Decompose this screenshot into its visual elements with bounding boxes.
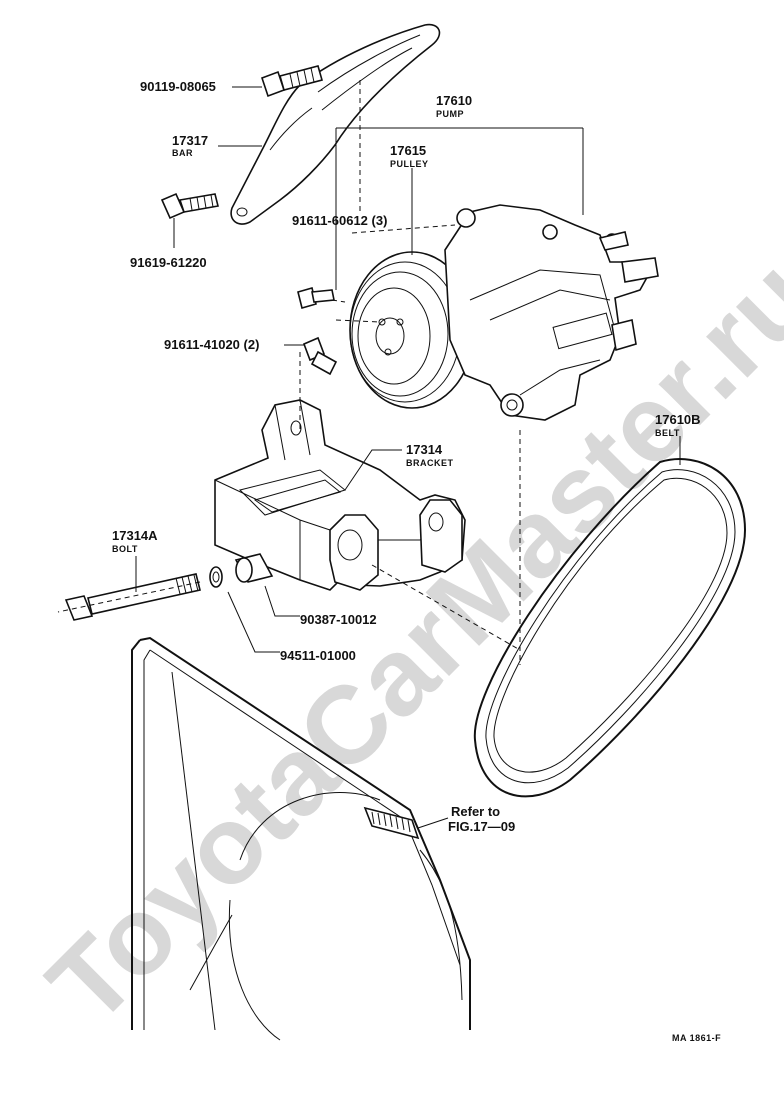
long-bolt-17314a [64,573,201,621]
bolt-91619-61220 [160,192,219,220]
label-fig-ref: FIG.17—09 [448,819,515,834]
adjusting-bar [230,23,441,225]
label-pump: PUMP [436,109,464,119]
bolt-90119-08065 [260,65,323,98]
label-90387-10012: 90387-10012 [300,612,377,627]
leader-lines [135,86,681,829]
alignment-dashes [57,80,521,665]
washer-94511-01000 [209,566,223,588]
label-17314: 17314 [406,442,443,457]
fan-shroud [131,636,471,1041]
label-bar: BAR [172,148,193,158]
label-17317: 17317 [172,133,208,148]
label-91611-41020: 91611-41020 (2) [164,337,259,352]
label-94511-01000: 94511-01000 [280,648,356,663]
label-91611-60612: 91611-60612 (3) [292,213,387,228]
label-refer-to: Refer to [451,804,500,819]
bolt-91611-60612 [297,287,335,309]
label-bracket: BRACKET [406,458,454,468]
bolt-91611-41020 [302,336,338,376]
bracket [214,399,466,591]
pump-body [444,204,659,421]
label-17610b: 17610B [655,412,701,427]
collar-90387-10012 [234,553,274,583]
label-17610: 17610 [436,93,472,108]
label-belt: BELT [655,428,680,438]
label-pulley: PULLEY [390,159,429,169]
label-91619-61220: 91619-61220 [130,255,207,270]
label-17314a: 17314A [112,528,158,543]
figure-code: MA 1861-F [672,1033,721,1043]
label-90119-08065: 90119-08065 [140,79,216,94]
v-belt [473,458,747,798]
label-17615: 17615 [390,143,426,158]
label-bolt: BOLT [112,544,138,554]
